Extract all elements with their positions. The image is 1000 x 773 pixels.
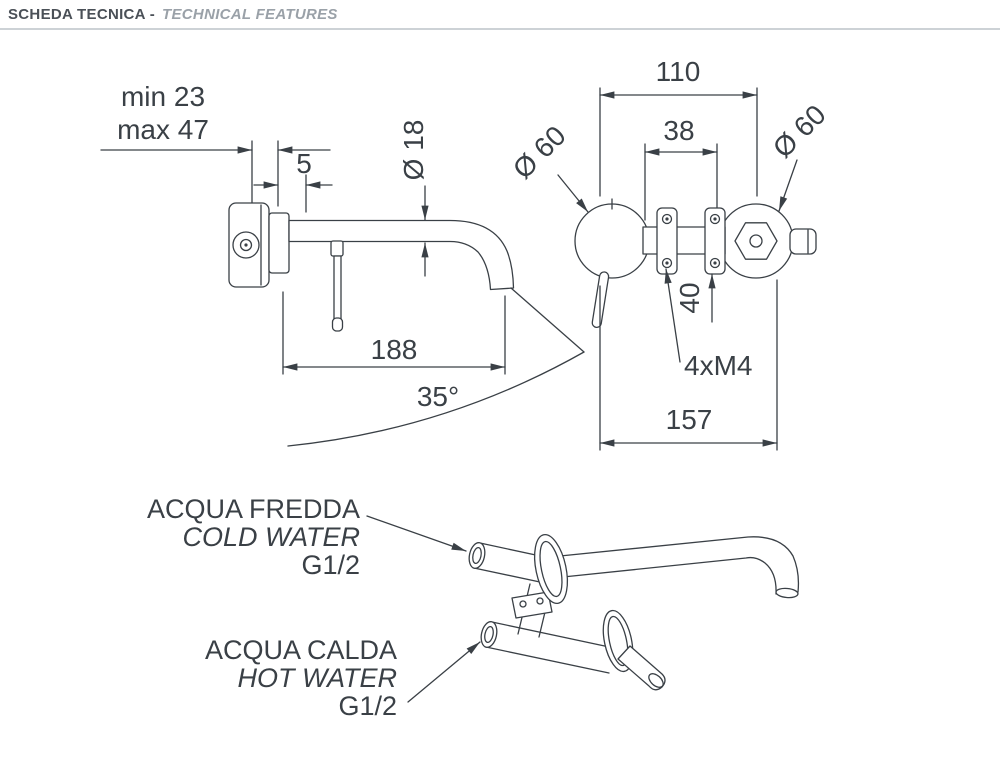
- dim-wall-depth-min: min 23: [121, 81, 205, 112]
- label-hot-thread: G1/2: [338, 691, 397, 721]
- hot-inlet-opening: [480, 621, 498, 648]
- header-title-english: TECHNICAL FEATURES: [162, 5, 338, 23]
- leader-line: [664, 268, 681, 363]
- leader-line-cold: [366, 515, 467, 552]
- dim-bracket-spacing: 38: [663, 115, 694, 146]
- dim-overall-width: 157: [666, 404, 713, 435]
- hot-valve-edge: [491, 621, 615, 649]
- spout-end-cap: [775, 587, 799, 599]
- spout-perspective: [559, 536, 800, 595]
- screw-hole-dot: [665, 217, 669, 221]
- escutcheon-disc-cold-inner: [539, 540, 563, 598]
- bracket-screw: [519, 600, 527, 608]
- dim-plate-offset: 5: [296, 148, 312, 179]
- perspective-view: ACQUA FREDDA COLD WATER G1/2 ACQUA CALDA…: [147, 494, 800, 721]
- label-hot-english: HOT WATER: [238, 663, 398, 693]
- cartridge-center-dot: [244, 243, 248, 247]
- joystick-base: [330, 240, 344, 257]
- handle-side-knob: [789, 228, 817, 255]
- header-title-italian: SCHEDA TECNICA -: [8, 5, 156, 23]
- side-view: min 23 max 47 5 Ø 18 188 35°: [100, 81, 585, 447]
- label-cold-thread: G1/2: [301, 550, 360, 580]
- escutcheon-circle-left: [574, 203, 650, 279]
- dim-screw-spacing: 40: [674, 282, 705, 313]
- joystick-stick: [333, 255, 342, 321]
- bracket-screw: [536, 597, 544, 605]
- dim-wall-depth-max: max 47: [117, 114, 209, 145]
- dim-spout-diameter: Ø 18: [398, 120, 429, 181]
- hot-inlet-thread: [484, 625, 494, 644]
- escutcheon-disc-hot-inner: [607, 615, 629, 667]
- spout-base: [268, 212, 290, 274]
- leader-line-hot: [407, 641, 481, 703]
- dim-escutcheon-right: Ø 60: [767, 99, 832, 164]
- front-view: 110 38 Ø 60 Ø 60 40 4xM4 157: [507, 56, 832, 451]
- page-header: SCHEDA TECNICA - TECHNICAL FEATURES: [0, 0, 1000, 30]
- label-cold-english: COLD WATER: [182, 522, 360, 552]
- spout-outline: [288, 219, 515, 291]
- swivel-radius-line: [510, 287, 585, 353]
- escutcheon-disc-cold: [533, 533, 569, 605]
- handle-end-cap: [648, 673, 664, 688]
- label-hot-italian: ACQUA CALDA: [205, 635, 397, 665]
- swivel-arc: [287, 351, 585, 447]
- cold-inlet-opening: [468, 542, 486, 569]
- leader-line: [778, 159, 798, 212]
- hot-valve-edge: [485, 646, 610, 674]
- dim-centers-distance: 110: [656, 56, 701, 87]
- dim-swivel-angle: 35°: [417, 381, 459, 412]
- cold-inlet-thread: [472, 546, 482, 565]
- dim-spout-reach: 188: [371, 334, 418, 365]
- label-screws: 4xM4: [684, 350, 752, 381]
- screw-hole-dot: [713, 217, 717, 221]
- handle-center-circle: [749, 234, 763, 248]
- screw-hole-dot: [665, 261, 669, 265]
- dim-escutcheon-left: Ø 60: [507, 120, 572, 185]
- leader-line: [557, 174, 589, 213]
- label-cold-italian: ACQUA FREDDA: [147, 494, 360, 524]
- screw-hole-dot: [713, 261, 717, 265]
- joystick-tip: [331, 317, 344, 332]
